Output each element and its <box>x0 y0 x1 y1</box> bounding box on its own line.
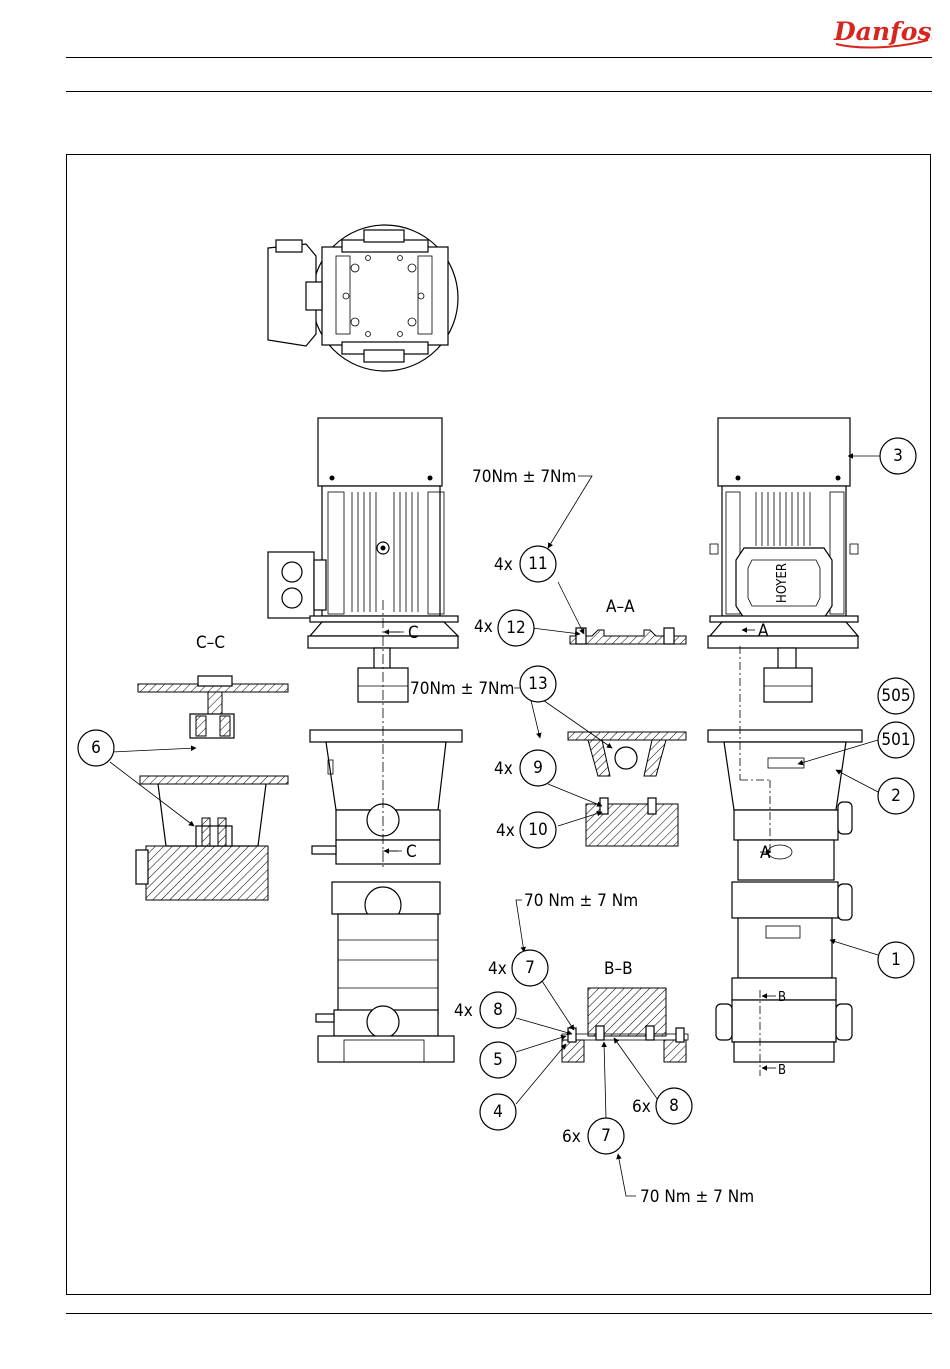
torque-label-2: 70Nm ± 7Nm <box>410 679 514 699</box>
svg-text:1: 1 <box>891 950 901 970</box>
cut-marker-b-top: B <box>778 990 786 1005</box>
svg-text:9: 9 <box>533 758 543 778</box>
callout-12: 4x 12 <box>474 610 534 646</box>
svg-text:4x: 4x <box>454 1001 473 1021</box>
top-view <box>268 225 458 371</box>
section-b-b: B–B <box>562 959 688 1062</box>
svg-text:4x: 4x <box>488 959 507 979</box>
svg-text:4: 4 <box>493 1102 503 1122</box>
callout-6: 6 <box>78 730 114 766</box>
callout-9: 4x 9 <box>494 750 556 786</box>
torque-label-4: 70 Nm ± 7 Nm <box>640 1187 754 1207</box>
svg-text:11: 11 <box>528 554 547 574</box>
callout-505: 505 <box>878 678 914 714</box>
svg-text:4x: 4x <box>474 617 493 637</box>
svg-text:4x: 4x <box>494 759 513 779</box>
svg-text:8: 8 <box>669 1096 679 1116</box>
side-view: HOYER A A <box>708 418 862 1078</box>
cut-marker-c-bottom: C <box>406 842 417 862</box>
svg-text:4x: 4x <box>494 555 513 575</box>
callout-11: 4x 11 <box>494 546 556 582</box>
section-label-aa: A–A <box>606 597 635 617</box>
callout-8-left: 4x 8 <box>454 992 516 1028</box>
svg-text:4x: 4x <box>496 821 515 841</box>
svg-text:7: 7 <box>525 958 535 978</box>
callout-8-right: 6x 8 <box>632 1088 692 1124</box>
svg-text:5: 5 <box>493 1050 503 1070</box>
callout-1: 1 <box>878 942 914 978</box>
callout-5: 5 <box>480 1042 516 1078</box>
motor-label: HOYER <box>775 563 790 603</box>
cut-marker-c-top: C <box>408 623 419 643</box>
svg-text:10: 10 <box>528 820 547 840</box>
svg-text:8: 8 <box>493 1000 503 1020</box>
callout-10: 4x 10 <box>496 812 556 848</box>
svg-text:3: 3 <box>893 446 903 466</box>
svg-text:12: 12 <box>506 618 525 638</box>
torque-label-3: 70 Nm ± 7 Nm <box>524 891 638 911</box>
section-a-a: A–A <box>568 597 686 846</box>
cut-marker-a-top: A <box>758 621 769 641</box>
svg-text:2: 2 <box>891 786 901 806</box>
callout-13: 13 <box>520 666 556 702</box>
front-view: C C <box>268 418 462 1062</box>
svg-text:7: 7 <box>601 1126 611 1146</box>
callout-7-top: 4x 7 <box>488 950 548 986</box>
svg-text:6x: 6x <box>632 1097 651 1117</box>
cut-marker-a-bottom: A <box>760 843 771 863</box>
callout-3: 3 <box>880 438 916 474</box>
callout-4: 4 <box>480 1094 516 1130</box>
section-label-cc: C–C <box>196 633 225 653</box>
svg-text:501: 501 <box>881 730 910 750</box>
section-label-bb: B–B <box>604 959 633 979</box>
svg-text:6x: 6x <box>562 1127 581 1147</box>
svg-text:6: 6 <box>91 738 101 758</box>
callout-2: 2 <box>878 778 914 814</box>
callout-501: 501 <box>878 722 914 758</box>
svg-text:505: 505 <box>881 686 910 706</box>
torque-label-1: 70Nm ± 7Nm <box>472 467 576 487</box>
svg-text:13: 13 <box>528 674 547 694</box>
section-c-c: C–C <box>136 633 288 900</box>
callout-7-bottom: 6x 7 <box>562 1118 624 1154</box>
cut-marker-b-bottom: B <box>778 1063 786 1078</box>
